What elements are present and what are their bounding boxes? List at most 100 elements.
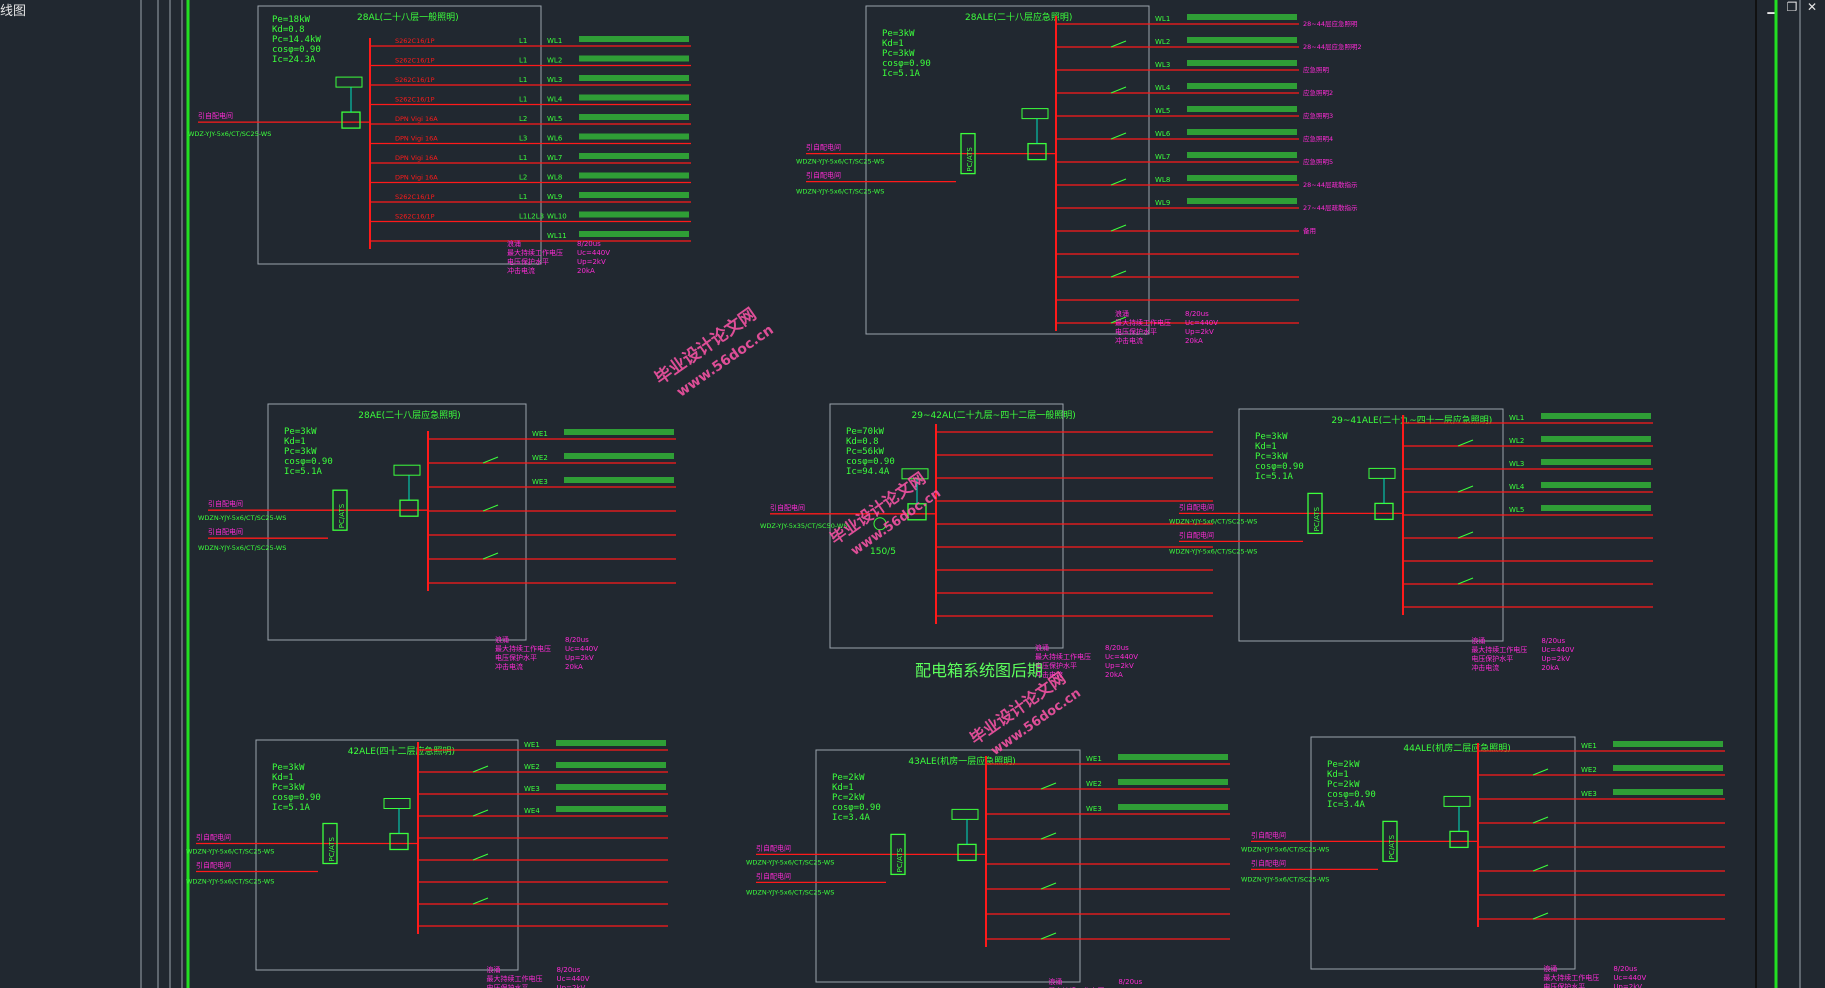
spd-note: 冲击电流: [1035, 670, 1063, 679]
spd-value: Uc=440V: [557, 975, 590, 983]
panel-param: cosφ=0.90: [272, 45, 321, 55]
circuit-id: WL2: [547, 57, 562, 65]
spd-note: 冲击电流: [1115, 336, 1143, 345]
circuit-destination: 备用: [1303, 226, 1316, 235]
panel-29-41ALE: 29~41ALE(二十九~四十一层应急照明)Pe=3kWKd=1Pc=3kWco…: [1169, 408, 1653, 672]
phase-label: L1: [519, 193, 527, 201]
incoming-cable-label: WDZN-YJY-5x6/CT/SC25-WS: [746, 858, 834, 866]
incoming-cable-label-2: WDZN-YJY-5x6/CT/SC25-WS: [1169, 547, 1257, 555]
circuit-id: WL3: [547, 76, 562, 84]
panel-param: Pe=3kW: [1255, 432, 1288, 442]
spd-note: 浪涌: [1048, 977, 1062, 986]
circuit-id: WL6: [547, 135, 563, 143]
spd-value: Uc=440V: [577, 249, 610, 257]
incoming-source-label: 引自配电间: [770, 503, 805, 512]
cable-spec-label: [579, 133, 689, 140]
breaker-symbol: [1040, 932, 1057, 940]
phase-label: L1: [519, 76, 527, 84]
spd-note: 浪涌: [507, 239, 521, 248]
ats-device: [322, 822, 338, 865]
ats-device: [1307, 492, 1323, 535]
monitor-module: [1368, 467, 1396, 479]
spd-value: Up=2kV: [577, 258, 606, 266]
spd-value: Up=2kV: [1613, 983, 1642, 988]
circuit-destination: 28~44层应急照明: [1303, 19, 1358, 28]
spd-value: 8/20us: [557, 966, 581, 974]
spd-note: 浪涌: [1035, 643, 1049, 652]
panel-param: Ic=5.1A: [882, 69, 921, 79]
panel-param: cosφ=0.90: [832, 803, 881, 813]
circuit-id: WL11: [547, 232, 567, 240]
circuit-id: WL4: [1509, 483, 1525, 491]
phase-label: L1: [519, 96, 527, 104]
panel-title: 28AL(二十八层一般照明): [357, 11, 459, 23]
panel-param: Pe=3kW: [284, 427, 317, 437]
ct-ratio: 150/5: [870, 547, 896, 557]
panel-title: 42ALE(四十二层应急照明): [348, 745, 455, 757]
panel-param: Pe=18kW: [272, 15, 311, 25]
cable-spec-label: [1118, 754, 1228, 760]
panel-param: Pe=3kW: [272, 763, 305, 773]
panel-param: Kd=0.8: [846, 437, 879, 447]
circuit-id: WE3: [532, 478, 548, 486]
close-icon[interactable]: ✕: [1806, 0, 1818, 14]
spd-note: 最大持续工作电压: [1543, 973, 1599, 982]
breaker-label: DPN Vigi 16A: [395, 174, 438, 182]
circuit-id: WE1: [1086, 755, 1102, 763]
panel-param: Ic=24.3A: [272, 55, 316, 65]
ats-label: PC/ATS: [966, 147, 974, 172]
monitor-module: [335, 76, 363, 88]
breaker-symbol: [1040, 882, 1057, 890]
breaker-symbol: [1457, 577, 1474, 585]
phase-label: L1: [519, 154, 527, 162]
breaker-symbol: [1457, 439, 1474, 447]
circuit-destination: 应急照明2: [1303, 88, 1333, 97]
spd-value: 8/20us: [1541, 637, 1565, 645]
breaker-label: DPN Vigi 16A: [395, 135, 438, 143]
panel-param: Kd=1: [284, 437, 306, 447]
incoming-cable-label-2: WDZN-YJY-5x6/CT/SC25-WS: [796, 188, 884, 196]
circuit-id: WL4: [547, 96, 563, 104]
panel-frame: [865, 5, 1150, 335]
panel-frame: [257, 5, 542, 265]
circuit-id: WE2: [524, 763, 540, 771]
incoming-source-label: 引自配电间: [198, 111, 233, 120]
restore-icon[interactable]: ❐: [1786, 0, 1798, 14]
drawing-tab-label[interactable]: 线图: [0, 4, 27, 19]
cable-spec-label: [556, 784, 666, 790]
cable-spec-label: [1187, 37, 1297, 43]
circuit-id: WL1: [547, 37, 562, 45]
meter-box: [341, 111, 361, 129]
spd-note: 最大持续工作电压: [1471, 645, 1527, 654]
incoming-cable-label-2: WDZN-YJY-5x6/CT/SC25-WS: [198, 544, 286, 552]
panel-param: Ic=3.4A: [832, 813, 871, 823]
breaker-label: DPN Vigi 16A: [395, 154, 438, 162]
panel-param: Pc=3kW: [882, 49, 915, 59]
minimize-icon[interactable]: ▁: [1767, 0, 1777, 14]
spd-value: 20kA: [577, 267, 595, 275]
spd-note: 电压保护水平: [1543, 982, 1585, 988]
panel-param: Pc=56kW: [846, 447, 885, 457]
breaker-symbol: [1457, 531, 1474, 539]
panel-param: Pc=14.4kW: [272, 35, 321, 45]
panel-param: Kd=1: [272, 773, 294, 783]
spd-value: 8/20us: [577, 240, 601, 248]
breaker-symbol: [1110, 178, 1127, 186]
spd-note: 冲击电流: [1471, 663, 1499, 672]
phase-label: L2: [519, 115, 527, 123]
spd-note: 电压保护水平: [487, 983, 529, 988]
incoming-cable-label: WDZ-YJY-5x6/CT/SC25-WS: [188, 130, 271, 138]
breaker-symbol: [1040, 782, 1057, 790]
breaker-label: S262C16/1P: [395, 76, 435, 84]
cable-spec-label: [579, 36, 689, 42]
spd-note: 浪涌: [495, 635, 509, 644]
circuit-id: WL8: [547, 174, 562, 182]
panel-param: Pe=2kW: [832, 773, 865, 783]
panel-frame: [1310, 736, 1576, 970]
panel-title: 29~41ALE(二十九~四十一层应急照明): [1331, 414, 1492, 426]
panel-param: Ic=5.1A: [1255, 472, 1294, 482]
cable-spec-label: [1541, 459, 1651, 465]
monitor-module: [951, 808, 979, 820]
cable-spec-label: [1541, 413, 1651, 419]
